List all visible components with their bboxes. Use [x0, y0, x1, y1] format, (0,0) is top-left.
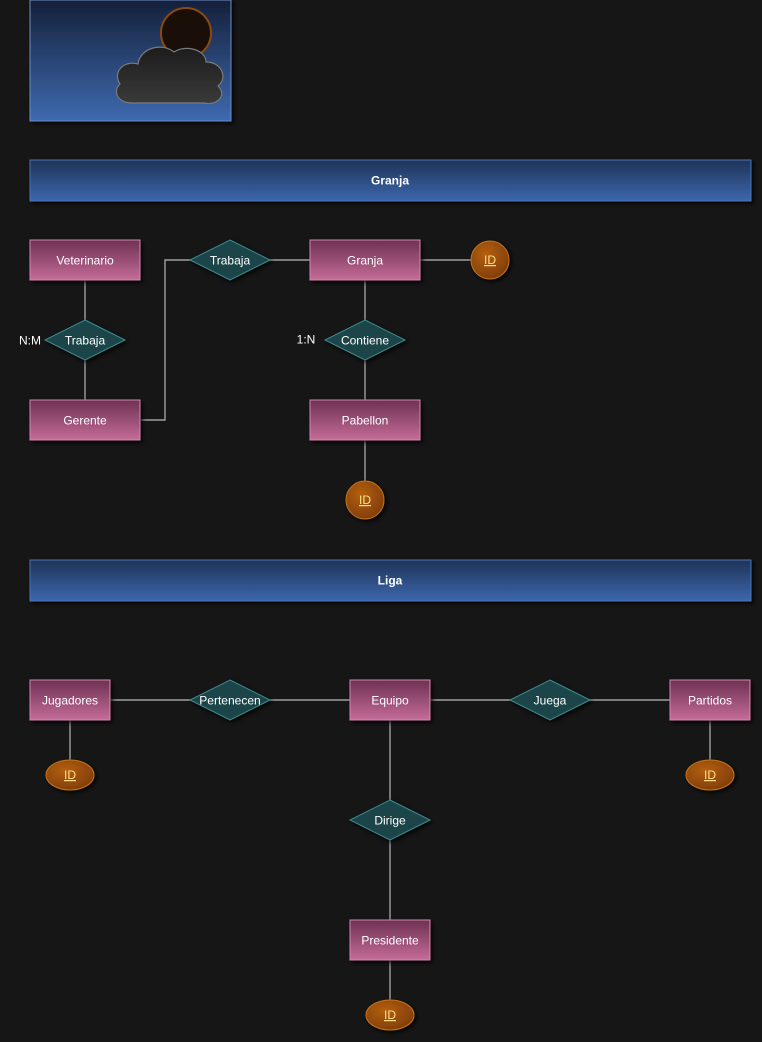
attribute-presidente-id[interactable]: ID	[365, 999, 415, 1031]
section-header-liga: Liga	[29, 559, 752, 602]
relationship-juega[interactable]: Juega	[508, 679, 592, 721]
relationship-dirige[interactable]: Dirige	[348, 799, 432, 841]
entity-label: Jugadores	[42, 694, 98, 708]
entity-gerente[interactable]: Gerente	[29, 399, 141, 441]
relationship-trabaja-gerente-granja[interactable]: Trabaja	[188, 239, 272, 281]
attribute-label: ID	[64, 768, 76, 782]
connectors-granja	[84, 259, 471, 481]
entity-presidente[interactable]: Presidente	[349, 919, 431, 961]
entity-partidos[interactable]: Partidos	[669, 679, 751, 721]
entity-label: Partidos	[688, 694, 732, 708]
attribute-label: ID	[384, 1008, 396, 1022]
relationship-label: Juega	[534, 694, 567, 708]
relationship-label: Trabaja	[210, 254, 251, 268]
section-title-liga: Liga	[378, 574, 403, 588]
entity-label: Equipo	[371, 694, 409, 708]
cardinality-trabaja: N:M	[19, 334, 41, 348]
attribute-jugadores-id[interactable]: ID	[45, 759, 95, 791]
relationship-label: Pertenecen	[199, 694, 260, 708]
entity-label: Veterinario	[56, 254, 114, 268]
attribute-granja-id[interactable]: ID	[470, 240, 510, 280]
moon-cloud-icon	[29, 0, 232, 122]
relationship-label: Contiene	[341, 334, 389, 348]
attribute-partidos-id[interactable]: ID	[685, 759, 735, 791]
relationship-contiene[interactable]: Contiene	[323, 319, 407, 361]
cardinality-contiene: 1:N	[297, 333, 316, 347]
cloud-shape	[115, 46, 224, 105]
relationship-label: Dirige	[374, 814, 406, 828]
entity-label: Granja	[347, 254, 383, 268]
entity-veterinario[interactable]: Veterinario	[29, 239, 141, 281]
attribute-pabellon-id[interactable]: ID	[345, 480, 385, 520]
entity-granja[interactable]: Granja	[309, 239, 421, 281]
section-header-granja: Granja	[29, 159, 752, 202]
relationship-pertenecen[interactable]: Pertenecen	[188, 679, 272, 721]
attribute-label: ID	[484, 253, 496, 267]
relationship-label: Trabaja	[65, 334, 106, 348]
connectors-liga	[69, 699, 711, 1000]
relationship-trabaja-veterinario-gerente[interactable]: Trabaja	[43, 319, 127, 361]
connector	[141, 259, 191, 421]
entity-label: Pabellon	[342, 414, 389, 428]
entity-equipo[interactable]: Equipo	[349, 679, 431, 721]
entity-pabellon[interactable]: Pabellon	[309, 399, 421, 441]
section-title-granja: Granja	[371, 174, 409, 188]
entity-label: Gerente	[63, 414, 107, 428]
attribute-label: ID	[704, 768, 716, 782]
entity-label: Presidente	[361, 934, 419, 948]
attribute-label: ID	[359, 493, 371, 507]
entity-jugadores[interactable]: Jugadores	[29, 679, 111, 721]
